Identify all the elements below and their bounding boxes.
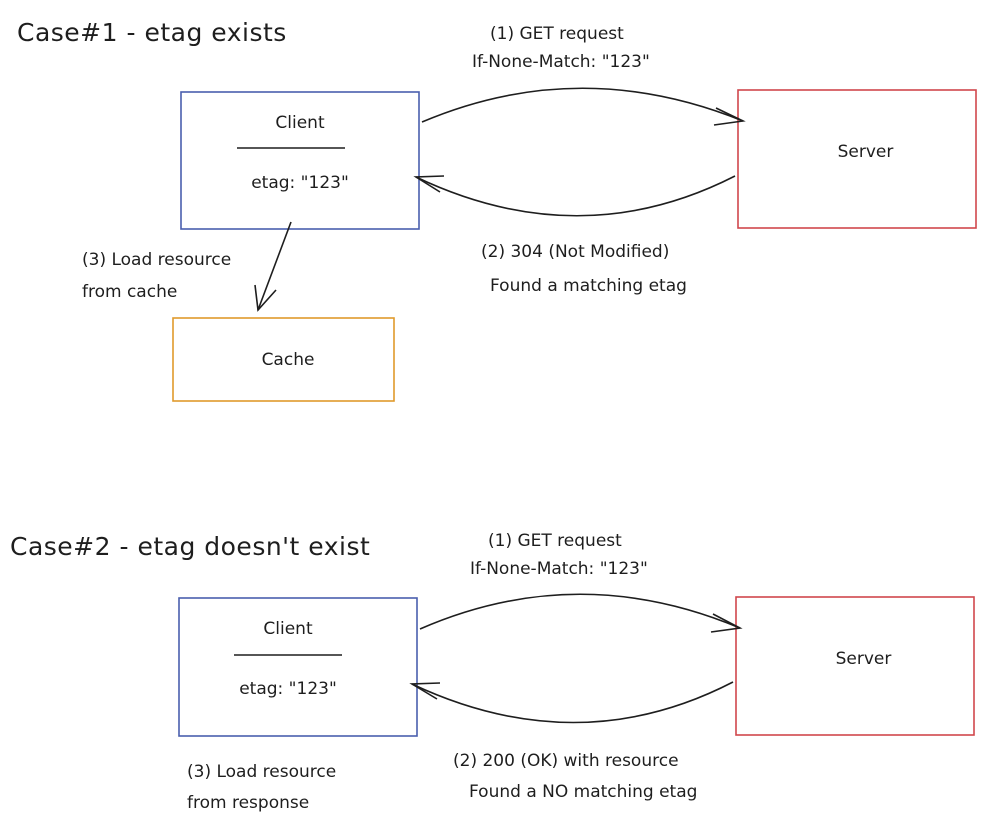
case2-response-arrow (411, 681, 734, 724)
case1-server-label: Server (837, 142, 894, 162)
case1-load-label-line2: from cache (82, 282, 178, 302)
case1-response-label-line2: Found a matching etag (490, 276, 687, 296)
case2-server-label: Server (835, 649, 892, 669)
case2-client-box (178, 597, 418, 737)
case1-request-arrowhead (713, 107, 746, 126)
case1-request-label-line1: (1) GET request (490, 24, 624, 44)
case1-response-arrowhead (413, 175, 445, 193)
case1-cache-box (172, 317, 395, 402)
case2-response-label-line1: (2) 200 (OK) with resource (453, 751, 679, 771)
case2-response-arrowhead (409, 682, 441, 700)
case1-request-arrow (421, 87, 744, 123)
case2-request-label-line2: If-None-Match: "123" (470, 559, 648, 579)
case1-title: Case#1 - etag exists (17, 18, 287, 47)
case1-response-arrow (415, 175, 736, 217)
case1-client-etag: etag: "123" (251, 173, 349, 193)
case2-load-label-line1: (3) Load resource (187, 762, 337, 782)
case2-server-box (735, 596, 975, 736)
case1-request-label-line2: If-None-Match: "123" (472, 52, 650, 72)
case2-request-arrow (419, 593, 741, 630)
case1-client-label: Client (275, 113, 325, 133)
case1-client-box (180, 91, 420, 230)
case1-server-box (737, 89, 977, 229)
case1-load-label-line1: (3) Load resource (82, 250, 232, 270)
case2-request-arrowhead (710, 613, 743, 633)
case2-title: Case#2 - etag doesn't exist (10, 532, 371, 561)
case1-cache-arrow (257, 221, 292, 311)
case2-request-label-line1: (1) GET request (488, 531, 622, 551)
case2-load-label-line2: from response (187, 793, 310, 813)
case1-response-label-line1: (2) 304 (Not Modified) (481, 242, 670, 262)
case2-client-label: Client (263, 619, 313, 639)
case1-cache-label: Cache (261, 350, 315, 370)
case2-client-etag: etag: "123" (239, 679, 337, 699)
case2-response-label-line2: Found a NO matching etag (469, 782, 698, 802)
case1-cache-arrowhead (254, 284, 277, 312)
